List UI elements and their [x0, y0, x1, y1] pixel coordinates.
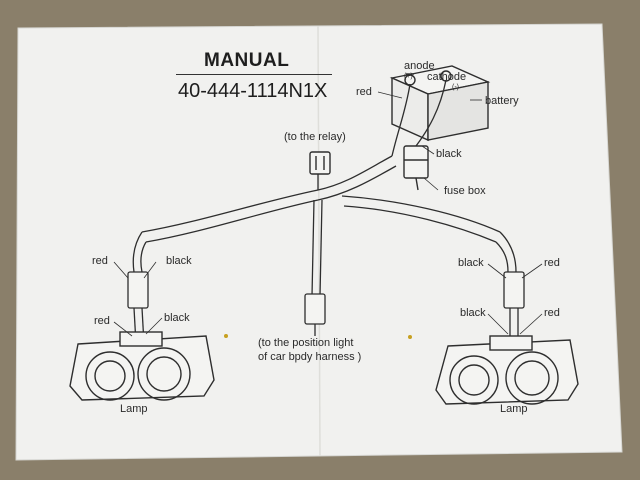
position-light-label-line1: (to the position light: [258, 337, 354, 349]
title-underline: [176, 74, 332, 75]
paper-speck: [408, 335, 412, 339]
battery-red-label: red: [356, 86, 372, 98]
cathode-label: cathode: [427, 71, 467, 83]
wiring-harness: [127, 79, 525, 345]
right-lamp-icon: [435, 335, 579, 405]
left-lamp-label: Lamp: [120, 403, 148, 415]
model-number: 40-444-1114N1X: [178, 80, 328, 102]
leader-lines: [113, 91, 543, 337]
left-upper-red-label: red: [92, 255, 108, 267]
manual-title: MANUAL: [204, 50, 290, 71]
paper-speck: [224, 334, 228, 338]
right-lower-black-label: black: [460, 307, 486, 319]
left-lower-black-label: black: [164, 312, 190, 324]
right-upper-red-label: red: [544, 257, 560, 269]
right-lower-red-label: red: [544, 307, 560, 319]
relay-label: (to the relay): [284, 131, 346, 143]
position-light-label-line2: of car bpdy harness ): [258, 351, 362, 363]
left-lower-red-label: red: [94, 315, 110, 327]
paper-fold: [317, 25, 321, 457]
battery-icon: [389, 65, 491, 142]
anode-sign: (+): [404, 73, 413, 80]
right-upper-black-label: black: [458, 257, 484, 269]
relay-connector-icon: [309, 151, 331, 175]
fuse-box-label: fuse box: [444, 185, 486, 197]
cathode-sign: (-): [452, 84, 459, 91]
left-lamp-icon: [69, 331, 215, 401]
anode-label: anode: [404, 60, 435, 72]
right-lamp-label: Lamp: [500, 403, 528, 415]
battery-black-label: black: [436, 148, 462, 160]
fuse-box-icon: [403, 145, 429, 191]
battery-label: battery: [485, 95, 519, 107]
left-upper-black-label: black: [166, 255, 192, 267]
